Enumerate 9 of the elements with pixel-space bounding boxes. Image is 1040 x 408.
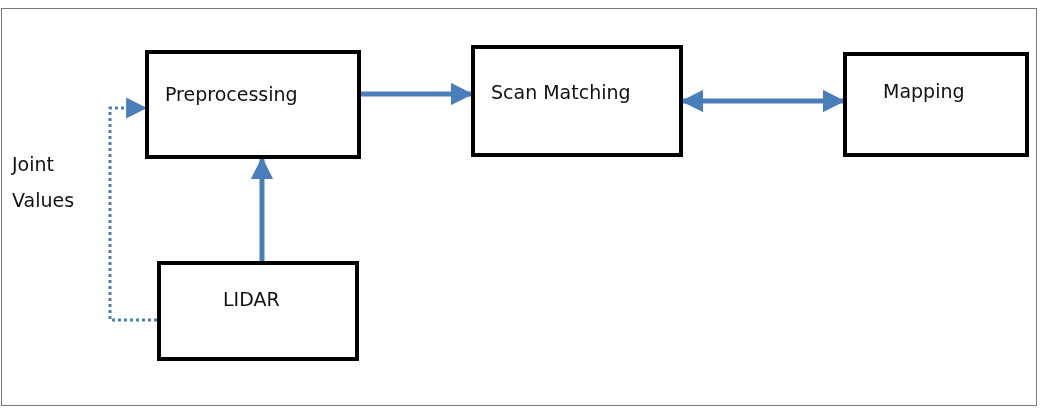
box-label: Mapping xyxy=(883,80,965,102)
box-label: Preprocessing xyxy=(165,83,298,105)
process-box xyxy=(471,45,683,157)
process-box xyxy=(157,261,359,361)
box-label: LIDAR xyxy=(223,288,280,310)
dotted-arrow xyxy=(108,97,157,322)
box-label: Scan Matching xyxy=(491,81,631,103)
process-box xyxy=(145,50,361,159)
process-box xyxy=(843,52,1029,157)
